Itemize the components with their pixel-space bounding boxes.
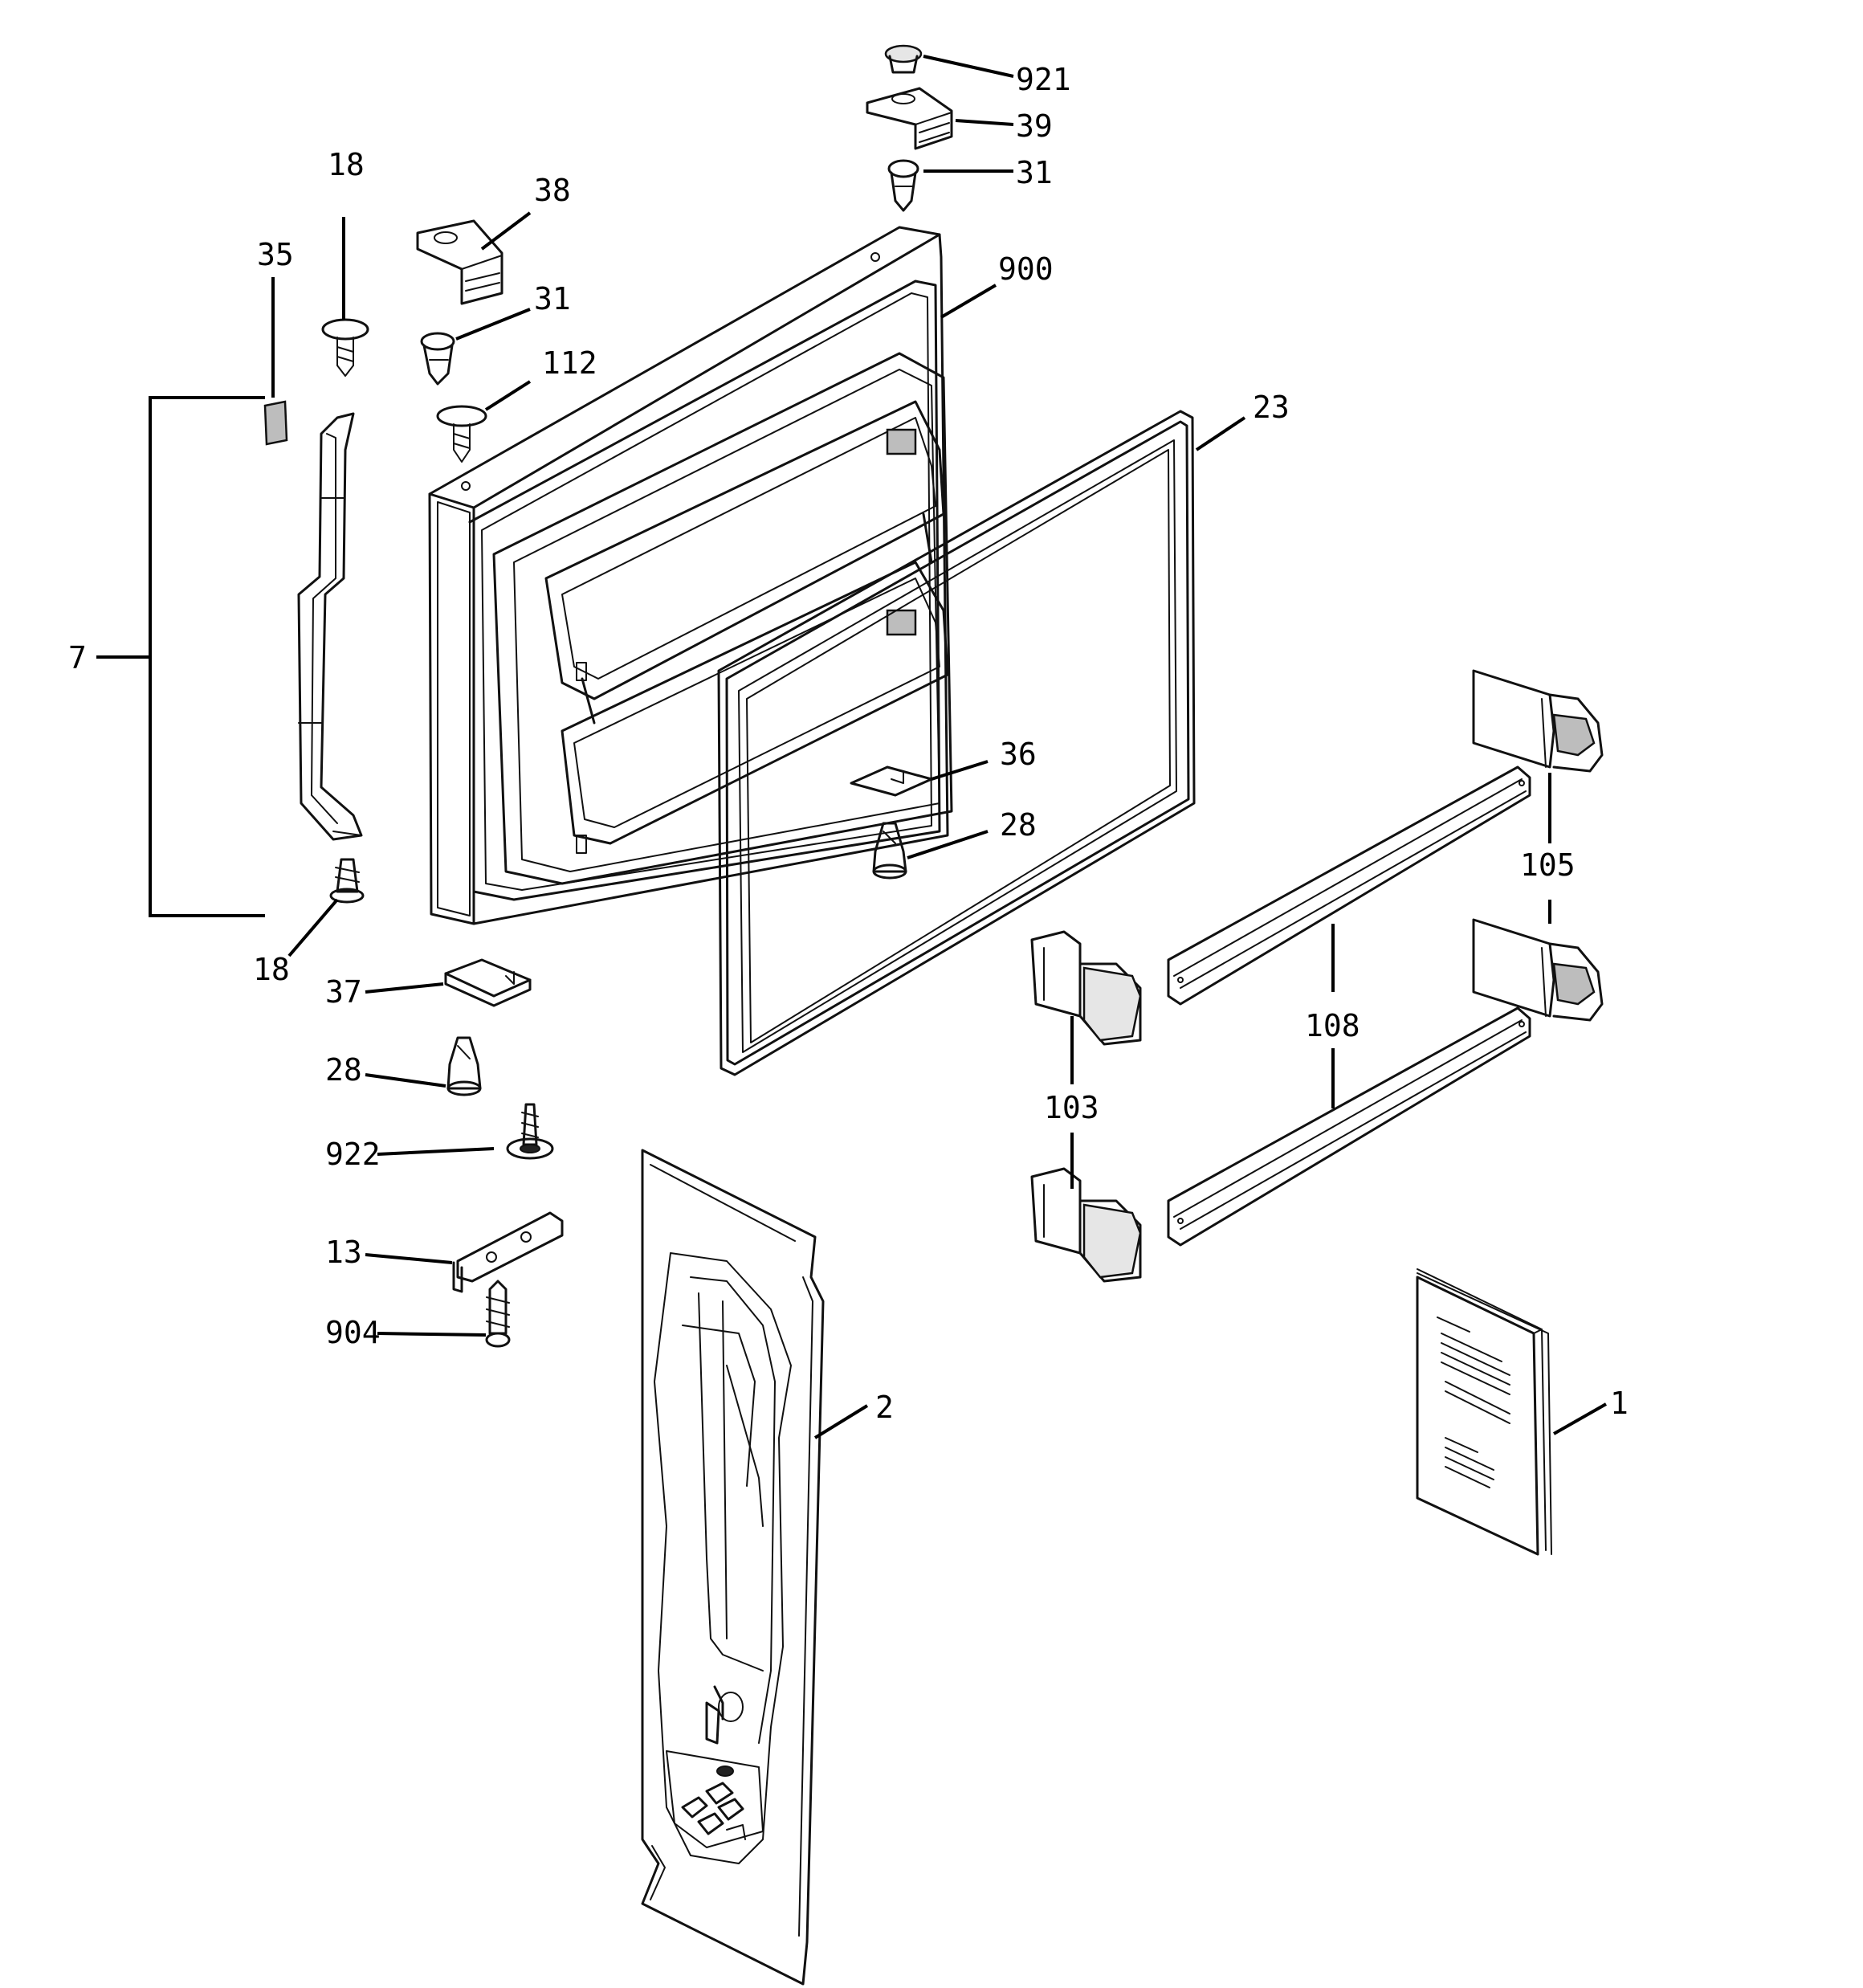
bracket-13 [452, 1211, 564, 1293]
screw-904 [485, 1280, 511, 1348]
callout-28-bottom: 28 [325, 1052, 362, 1088]
end-cap-105-top [1472, 669, 1604, 773]
plug-28-bottom [446, 1036, 482, 1096]
callout-28-mid: 28 [1000, 807, 1037, 843]
callout-39: 39 [1016, 108, 1053, 144]
callout-105: 105 [1520, 847, 1576, 883]
callout-7: 7 [68, 640, 87, 676]
plate-37 [444, 958, 532, 1007]
callout-904: 904 [325, 1315, 381, 1350]
cap-921 [884, 44, 923, 74]
screw-112 [436, 405, 487, 463]
callout-108: 108 [1305, 1008, 1360, 1043]
end-cap-103-top [1030, 930, 1142, 1046]
callout-112: 112 [542, 345, 597, 381]
callout-2: 2 [875, 1390, 894, 1425]
callout-23: 23 [1253, 390, 1290, 425]
screw-18-top [321, 318, 369, 377]
end-cap-105-bottom [1472, 918, 1604, 1022]
callout-31-mid: 31 [534, 281, 571, 316]
door-gasket [717, 410, 1196, 1076]
literature-pack [1416, 1268, 1552, 1556]
screw-922 [506, 1103, 554, 1160]
screw-18-bottom [329, 858, 365, 904]
bushing-31-top [887, 159, 919, 212]
plate-36 [850, 765, 933, 797]
callout-103: 103 [1044, 1090, 1099, 1125]
trim-108-bottom [1167, 1006, 1531, 1247]
callout-labels: 921 39 31 900 18 38 31 35 112 23 7 36 28… [68, 62, 1629, 1425]
hinge-38 [416, 219, 503, 305]
callout-900: 900 [998, 251, 1054, 287]
callout-18-bottom: 18 [253, 952, 290, 987]
callout-37: 37 [325, 974, 362, 1010]
callout-1: 1 [1610, 1386, 1629, 1421]
callout-18-top: 18 [328, 147, 365, 182]
handle-assembly [96, 396, 363, 917]
callout-31-top: 31 [1016, 155, 1053, 190]
freezer-door [428, 226, 953, 925]
callout-35: 35 [257, 237, 294, 272]
end-cap-103-bottom [1030, 1167, 1142, 1283]
callout-921: 921 [1016, 62, 1071, 97]
leader-lines [271, 55, 1607, 1439]
bushing-31-mid [420, 332, 455, 386]
door-panel-package [641, 1149, 825, 1986]
hinge-39 [866, 87, 953, 150]
plug-28-mid [872, 822, 907, 880]
callout-13: 13 [325, 1235, 362, 1270]
trim-108-top [1167, 765, 1531, 1006]
callout-38: 38 [534, 173, 571, 208]
callout-36: 36 [1000, 737, 1037, 772]
callout-922: 922 [325, 1137, 381, 1172]
